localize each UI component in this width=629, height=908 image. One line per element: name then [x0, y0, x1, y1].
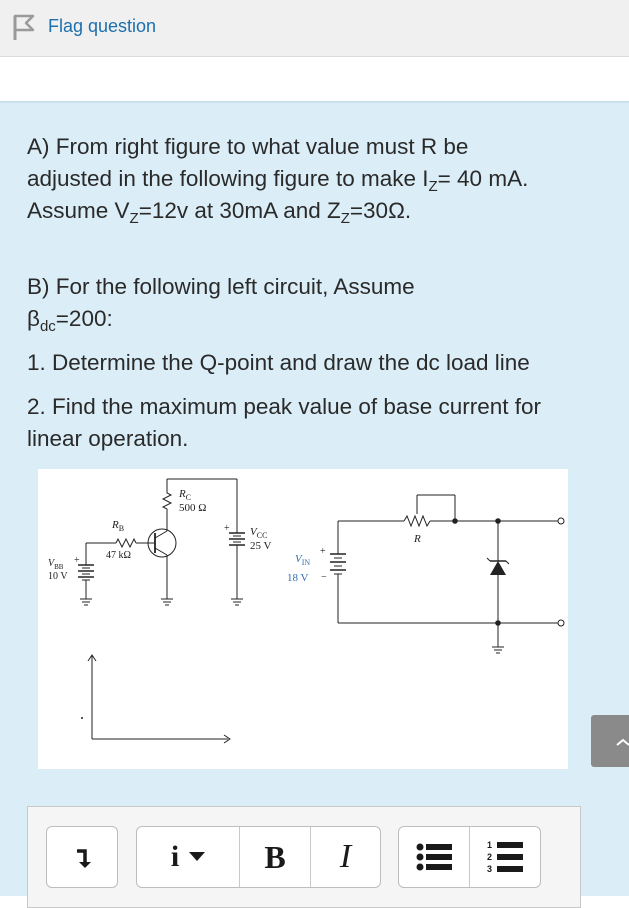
chevron-up-icon — [616, 738, 629, 746]
vin-value: 18 V — [287, 572, 309, 584]
r-label: R — [414, 533, 421, 545]
question-item-1: 1. Determine the Q-point and draw the dc… — [27, 350, 530, 375]
format-button-group: i B I — [136, 826, 381, 888]
bullet-list-button[interactable] — [399, 827, 469, 887]
info-label: i — [170, 840, 180, 873]
bullet-list-icon — [416, 843, 452, 871]
flag-bar: Flag question — [0, 0, 629, 57]
question-part-a-line2: adjusted in the following figure to make… — [27, 166, 529, 195]
scroll-up-button[interactable] — [591, 715, 629, 767]
bold-label: B — [264, 838, 286, 875]
rb-label: RB — [112, 519, 125, 534]
vin-minus: − — [321, 572, 327, 583]
info-dropdown-button[interactable]: i — [137, 827, 239, 887]
flag-icon[interactable] — [12, 13, 36, 46]
bold-button[interactable]: B — [240, 827, 310, 887]
paragraph-format-icon — [77, 849, 91, 868]
vbb-plus: + — [74, 555, 80, 566]
svg-text:1: 1 — [487, 840, 492, 850]
rb-value: 47 kΩ — [106, 550, 131, 561]
numbered-list-icon: 1 2 3 — [487, 840, 523, 874]
chevron-down-icon — [189, 852, 206, 861]
question-part-b-beta: βdc=200: — [27, 306, 113, 335]
toolbar-divider — [239, 827, 240, 887]
vin-label: VIN — [295, 553, 311, 568]
question-item-2-line2: linear operation. — [27, 426, 189, 451]
paragraph-format-button[interactable] — [46, 826, 118, 888]
italic-button[interactable]: I — [311, 827, 380, 887]
circuit-diagram — [78, 478, 565, 744]
italic-label: I — [339, 838, 352, 875]
toolbar-divider — [310, 827, 311, 887]
question-item-2-line1: 2. Find the maximum peak value of base c… — [27, 394, 541, 419]
svg-text:3: 3 — [487, 864, 492, 874]
question-part-a-line3: Assume VZ=12v at 30mA and ZZ=30Ω. — [27, 198, 412, 227]
numbered-list-button[interactable]: 1 2 3 — [470, 827, 540, 887]
svg-text:2: 2 — [487, 852, 492, 862]
question-part-b-line1: B) For the following left circuit, Assum… — [27, 274, 415, 299]
toolbar-divider — [469, 827, 470, 887]
question-part-a-line1: A) From right figure to what value must … — [27, 134, 469, 159]
vin-plus: + — [320, 546, 326, 557]
vcc-plus: + — [224, 523, 230, 534]
list-button-group: 1 2 3 — [398, 826, 541, 888]
flag-question-link[interactable]: Flag question — [48, 16, 157, 36]
